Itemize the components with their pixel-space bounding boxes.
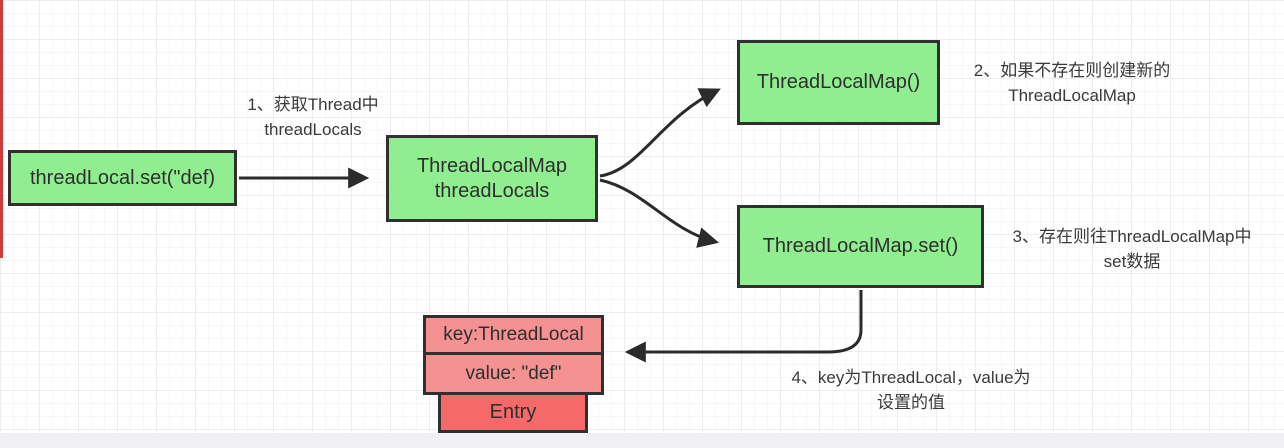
annotation-step1-line2: threadLocals (264, 120, 362, 139)
annotation-step1-line1: 1、获取Thread中 (247, 95, 379, 114)
arrow-set-to-entry (624, 290, 863, 363)
annotation-step3-line1: 3、存在则往ThreadLocalMap中 (1012, 227, 1252, 246)
annotation-step3-line2: set数据 (1103, 252, 1161, 271)
annotation-step1: 1、获取Thread中 threadLocals (224, 92, 402, 142)
node-threadlocal-set: threadLocal.set("def) (8, 150, 237, 206)
node-entry-value: value: "def" (423, 352, 604, 395)
annotation-step2-line2: ThreadLocalMap (1008, 86, 1136, 105)
annotation-step2-line1: 2、如果不存在则创建新的 (973, 61, 1171, 80)
annotation-step2: 2、如果不存在则创建新的 ThreadLocalMap (948, 58, 1196, 108)
arrow-map-to-set (599, 178, 720, 248)
node-entry-key: key:ThreadLocal (423, 315, 604, 355)
node-threadlocalmap-line1: ThreadLocalMap (416, 154, 568, 177)
left-accent-line (0, 0, 3, 258)
annotation-step4-line1: 4、key为ThreadLocal，value为 (791, 368, 1031, 387)
node-threadlocalmap-line2: threadLocals (434, 179, 550, 202)
annotation-step3: 3、存在则往ThreadLocalMap中 set数据 (980, 224, 1284, 274)
bottom-strip (0, 433, 1284, 448)
annotation-step4: 4、key为ThreadLocal，value为 设置的值 (745, 365, 1077, 415)
node-threadlocalmap-threadlocals: ThreadLocalMap threadLocals (386, 135, 598, 222)
node-threadlocalmap-constructor: ThreadLocalMap() (737, 40, 940, 125)
arrow-map-to-create (599, 88, 721, 178)
node-entry: Entry (438, 392, 588, 433)
node-threadlocalmap-set: ThreadLocalMap.set() (737, 205, 984, 288)
annotation-step4-line2: 设置的值 (877, 393, 945, 412)
